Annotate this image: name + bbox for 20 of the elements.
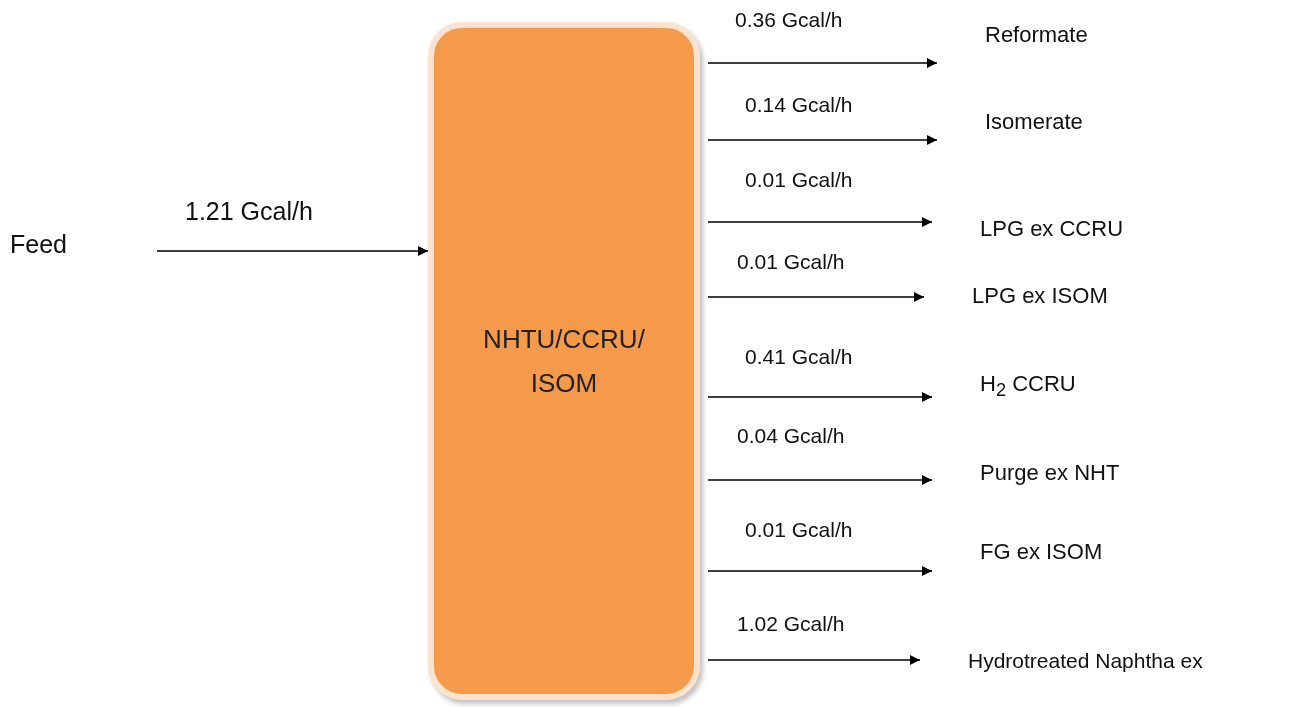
flow-arrow [707, 135, 938, 145]
stream-label: Purge ex NHT [980, 460, 1120, 487]
stream-label: LPG ex CCRU [980, 216, 1124, 243]
stream-label: Reformate [985, 22, 1088, 49]
stream-label: Feed [10, 229, 67, 259]
flow-arrow [707, 475, 933, 485]
flow-arrow [707, 217, 933, 227]
unit-name: NHTU/CCRU/ ISOM [482, 322, 646, 400]
stream-label: LPG ex ISOM [972, 283, 1108, 310]
flow-arrow [156, 246, 429, 256]
stream-label: H$_{2}$ CCRU [980, 371, 1076, 402]
stream-label: FG ex ISOM [980, 539, 1103, 566]
flow-arrow [707, 566, 933, 576]
flow-arrow [707, 655, 921, 665]
flow-arrow [707, 292, 925, 302]
process-unit-box [428, 22, 700, 700]
stream-label: Isomerate [985, 109, 1083, 136]
flow-arrow [707, 58, 938, 68]
stream-label: Hydrotreated Naphtha ex [968, 648, 1203, 674]
flow-arrow [707, 392, 933, 402]
